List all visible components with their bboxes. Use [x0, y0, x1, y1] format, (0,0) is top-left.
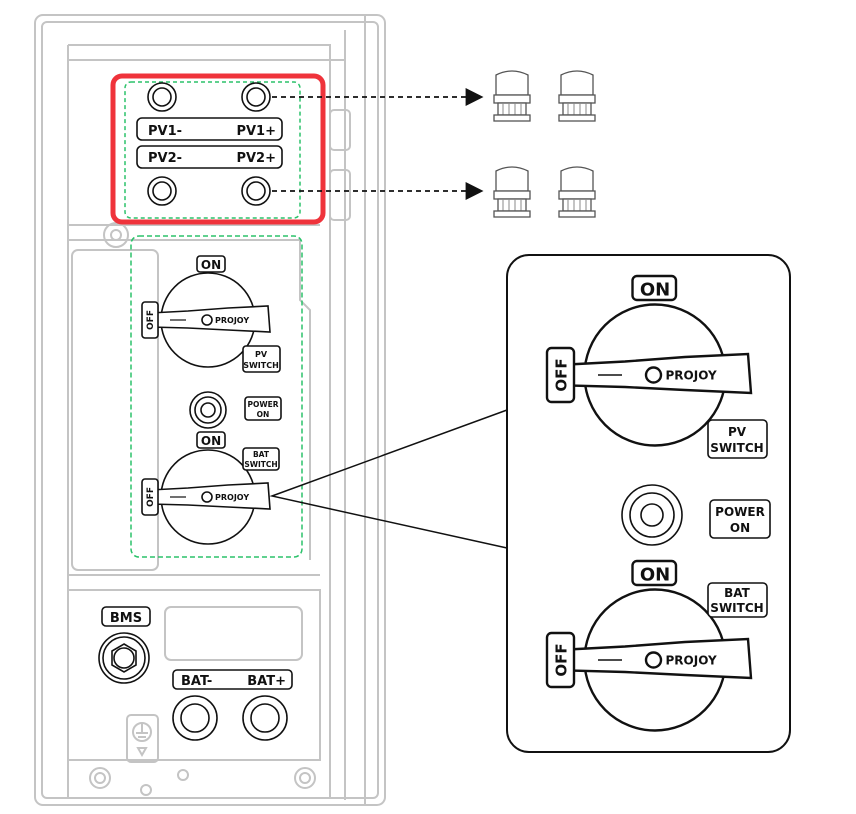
pv1-minus-port[interactable]	[147, 82, 177, 112]
power-on-detail-label-1: POWER	[715, 505, 765, 519]
pv-switch-detail: ON OFF PROJOY	[545, 274, 753, 447]
pv2-minus-label: PV2-	[148, 151, 182, 166]
pv-switch-label-2: SWITCH	[243, 361, 279, 370]
pv-terminal-highlight	[110, 73, 326, 225]
bat-switch-detail-on-label: ON	[640, 565, 670, 586]
pv-switch-detail-off-label: OFF	[553, 358, 571, 391]
pv2-plus-label: PV2+	[236, 151, 276, 166]
bat-switch-detail: ON OFF PROJOY	[545, 559, 753, 732]
pv-switch-on-label: ON	[201, 258, 221, 272]
pv-switch-brand: PROJOY	[215, 316, 249, 325]
pv1-plus-port[interactable]	[241, 82, 271, 112]
pv-switch-label-1: PV	[255, 350, 268, 359]
bat-switch-label-2: SWITCH	[244, 460, 277, 469]
pv-terminals: PV1- PV1+ PV2- PV2+	[136, 82, 283, 206]
pv-switch-detail-brand: PROJOY	[666, 369, 717, 383]
mc4-connector-icon	[558, 166, 596, 218]
battery-section: BMS BAT- BAT+	[98, 606, 293, 741]
bat-plus-label: BAT+	[247, 674, 286, 689]
bms-label: BMS	[110, 611, 142, 626]
bat-minus-port[interactable]	[172, 695, 218, 741]
power-on-label-2: ON	[257, 410, 270, 419]
bms-port[interactable]	[98, 632, 150, 684]
pv-switch-detail-label-1: PV	[728, 425, 747, 439]
bat-minus-label: BAT-	[181, 674, 212, 689]
power-on-button-detail	[621, 484, 683, 546]
pv1-plus-label: PV1+	[236, 124, 276, 139]
pv1-minus-label: PV1-	[148, 124, 182, 139]
pv2-minus-port[interactable]	[147, 176, 177, 206]
bat-switch-on-label: ON	[201, 434, 221, 448]
mc4-connector-icon	[493, 166, 531, 218]
pv-terminal-dashed-region	[124, 81, 301, 219]
bat-switch-detail-label-1: BAT	[724, 586, 751, 600]
pv2-plus-port[interactable]	[241, 176, 271, 206]
power-on-button[interactable]	[189, 391, 227, 429]
bat-switch-detail-off-label: OFF	[553, 643, 571, 676]
bat-switch-off-label: OFF	[146, 487, 156, 507]
bat-switch-detail-label-2: SWITCH	[710, 601, 763, 615]
inverter-housing	[34, 14, 386, 806]
bat-plus-port[interactable]	[242, 695, 288, 741]
bat-switch-detail-brand: PROJOY	[666, 654, 717, 668]
power-on-label-1: POWER	[247, 400, 278, 409]
pv-switch[interactable]: ON OFF PROJOY	[141, 255, 271, 368]
pv-switch-detail-on-label: ON	[640, 280, 670, 301]
ground-icon	[126, 714, 159, 763]
switch-dashed-region	[130, 235, 303, 558]
bat-switch[interactable]: ON OFF PROJOY	[141, 431, 271, 545]
power-on-detail-label-2: ON	[730, 521, 750, 535]
pv-switch-off-label: OFF	[146, 310, 156, 330]
mc4-connector-icon	[558, 70, 596, 122]
bat-switch-label-1: BAT	[253, 450, 270, 459]
pv-switch-detail-label-2: SWITCH	[710, 441, 763, 455]
callout-lines	[269, 409, 508, 549]
mc4-connector-icon	[493, 70, 531, 122]
bat-switch-brand: PROJOY	[215, 493, 249, 502]
